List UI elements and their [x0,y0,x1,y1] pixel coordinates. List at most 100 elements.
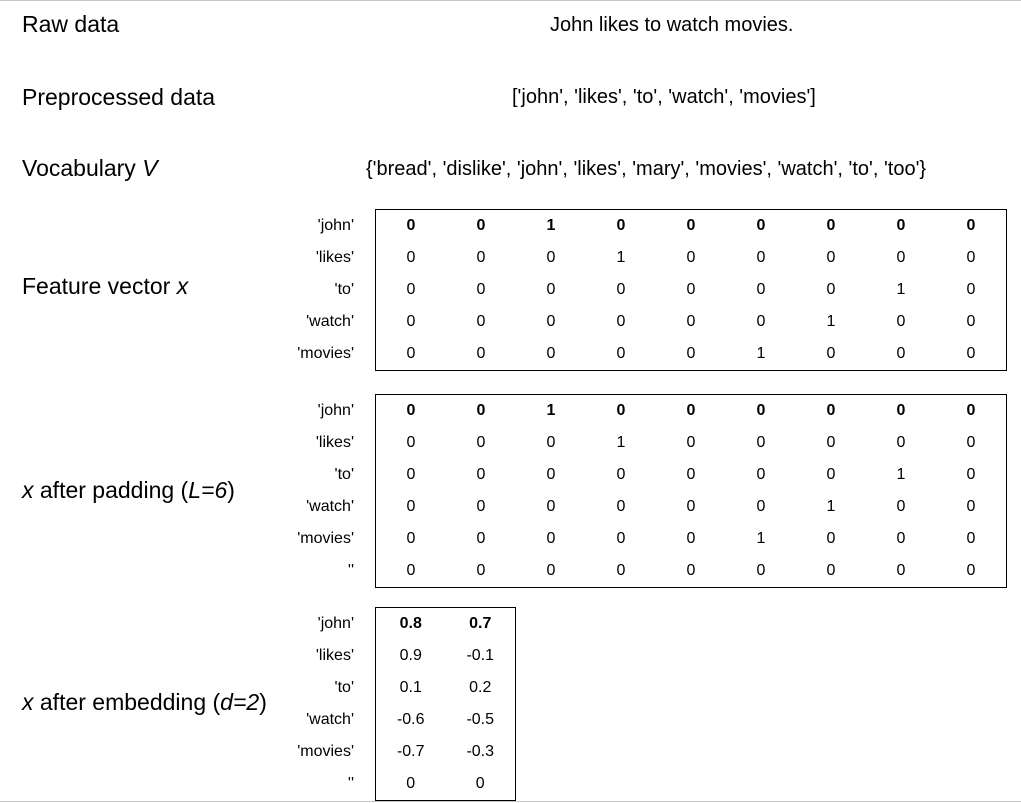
row-label: 'watch' [306,313,354,330]
matrix-cell: 0 [406,434,416,451]
matrix-cell: 0 [546,313,556,330]
embedding-label-text: after embedding ( [33,689,221,715]
matrix-cell: 0 [966,217,976,234]
matrix-cell: 0 [966,313,976,330]
matrix-cell: 0 [686,530,696,547]
matrix-cell: 0 [966,466,976,483]
matrix-cell: 0 [966,345,976,362]
feature-vector-label-var: x [176,273,189,299]
matrix-cell: 0 [546,249,556,266]
padding-label-var: x [22,477,34,503]
matrix-cell: 0 [756,562,766,579]
matrix-cell: 0 [406,466,416,483]
matrix-cell: 0 [896,313,906,330]
matrix-cell: 0 [826,281,836,298]
matrix-cell: 0 [826,466,836,483]
vocabulary-label: Vocabulary V [22,154,158,182]
matrix-cell: 0 [756,434,766,451]
matrix-cell: 0 [616,498,626,515]
row-label: 'watch' [306,711,354,728]
matrix-cell: 0 [546,530,556,547]
matrix-cell: 0 [616,345,626,362]
matrix-cell: 0 [896,217,906,234]
row-label: 'to' [334,679,354,696]
matrix-cell: 1 [756,530,766,547]
matrix-cell: 0 [616,466,626,483]
matrix-cell: 0 [826,217,836,234]
matrix-cell: 0 [896,498,906,515]
row-label: 'likes' [315,249,354,266]
matrix-cell: 0 [406,498,416,515]
matrix-cell: 0 [406,530,416,547]
matrix-cell: 1 [896,281,906,298]
matrix-cell: 0 [406,249,416,266]
padding-label-close: ) [227,477,235,503]
matrix-cell: 0 [686,217,696,234]
matrix-cell: 0 [966,281,976,298]
embedding-label-param: d=2 [220,689,260,715]
matrix-cell: 0 [406,217,416,234]
matrix-cell: 0 [476,530,486,547]
matrix-cell: 0 [966,562,976,579]
matrix-cell: 0 [966,249,976,266]
embedding-row-labels: 'john''likes''to''watch''movies''' [292,608,362,800]
matrix-cell: 0 [546,498,556,515]
matrix-cell: -0.1 [466,647,495,664]
matrix-cell: 0 [476,434,486,451]
matrix-cell: 0 [686,562,696,579]
matrix-cell: 0 [826,434,836,451]
matrix-cell: 0 [756,402,766,419]
padding-label-param: L=6 [188,477,228,503]
matrix-cell: 0 [476,498,486,515]
matrix-row: -0.7-0.3 [376,736,515,768]
matrix-cell: -0.3 [466,743,495,760]
matrix-cell: 0 [406,313,416,330]
top-border [0,0,1021,1]
matrix-cell: 1 [826,498,836,515]
row-label: 'movies' [297,530,354,547]
matrix-cell: 0 [686,402,696,419]
matrix-cell: 0 [896,249,906,266]
matrix-cell: 0 [616,530,626,547]
row-label: 'likes' [315,647,354,664]
bottom-border [0,801,1021,802]
matrix-cell: 0 [966,498,976,515]
matrix-cell: 0 [826,345,836,362]
matrix-cell: 1 [826,313,836,330]
vocabulary-label-text: Vocabulary [22,155,143,181]
row-label: 'watch' [306,498,354,515]
matrix-cell: -0.5 [466,711,495,728]
matrix-cell: 0 [406,281,416,298]
matrix-cell: 0 [406,775,416,792]
row-label: 'likes' [315,434,354,451]
matrix-cell: 0 [826,249,836,266]
matrix-cell: 0 [896,562,906,579]
matrix-cell: 1 [616,249,626,266]
matrix-cell: 0 [616,217,626,234]
matrix-cell: 0 [826,562,836,579]
matrix-cell: 0 [476,345,486,362]
vocabulary-label-var: V [142,155,158,181]
matrix-cell: 0 [616,562,626,579]
matrix-cell: 1 [546,402,556,419]
matrix-cell: 0 [406,402,416,419]
matrix-cell: -0.6 [396,711,425,728]
row-label: 'john' [317,217,354,234]
raw-data-label: Raw data [22,11,120,37]
matrix-cell: 0.7 [469,615,492,632]
matrix-cell: 0 [476,562,486,579]
row-label: 'movies' [297,743,354,760]
matrix-cell: 0 [896,345,906,362]
matrix-cell: 0 [546,466,556,483]
matrix-cell: 0 [616,281,626,298]
